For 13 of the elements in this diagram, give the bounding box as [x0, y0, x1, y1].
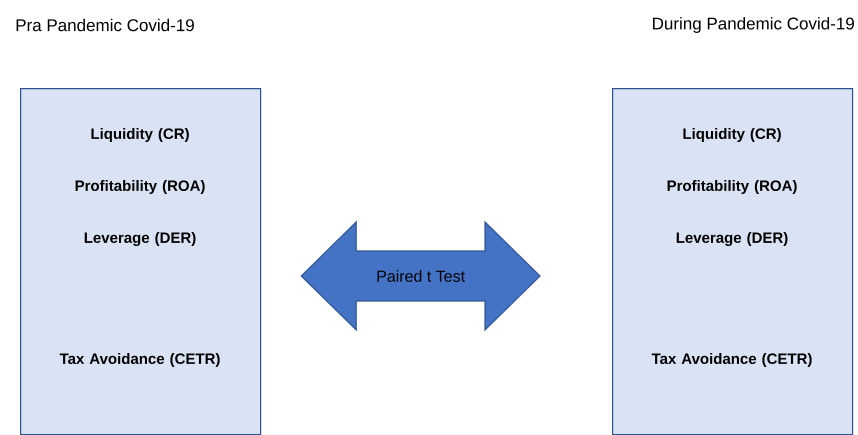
variable-label: Leverage (DER) [84, 232, 196, 246]
variable-box [612, 17, 854, 435]
heading: During Pandemic Covid-19 [653, 17, 854, 33]
variable-label: Liquidity (CR) [91, 128, 189, 142]
variable-label: Tax Avoidance (CETR) [652, 353, 812, 367]
heading: Pra Pandemic Covid-19 [16, 18, 194, 32]
variable-label: Leverage (DER) [676, 232, 788, 246]
variable-label: Liquidity (CR) [683, 128, 781, 142]
variable-box [16, 18, 262, 435]
edge-label: Paired t Test [375, 269, 466, 283]
variable-label: Tax Avoidance (CETR) [60, 353, 220, 367]
variable-label: Profitability (ROA) [668, 180, 797, 194]
variable-label: Profitability (ROA) [76, 180, 205, 194]
